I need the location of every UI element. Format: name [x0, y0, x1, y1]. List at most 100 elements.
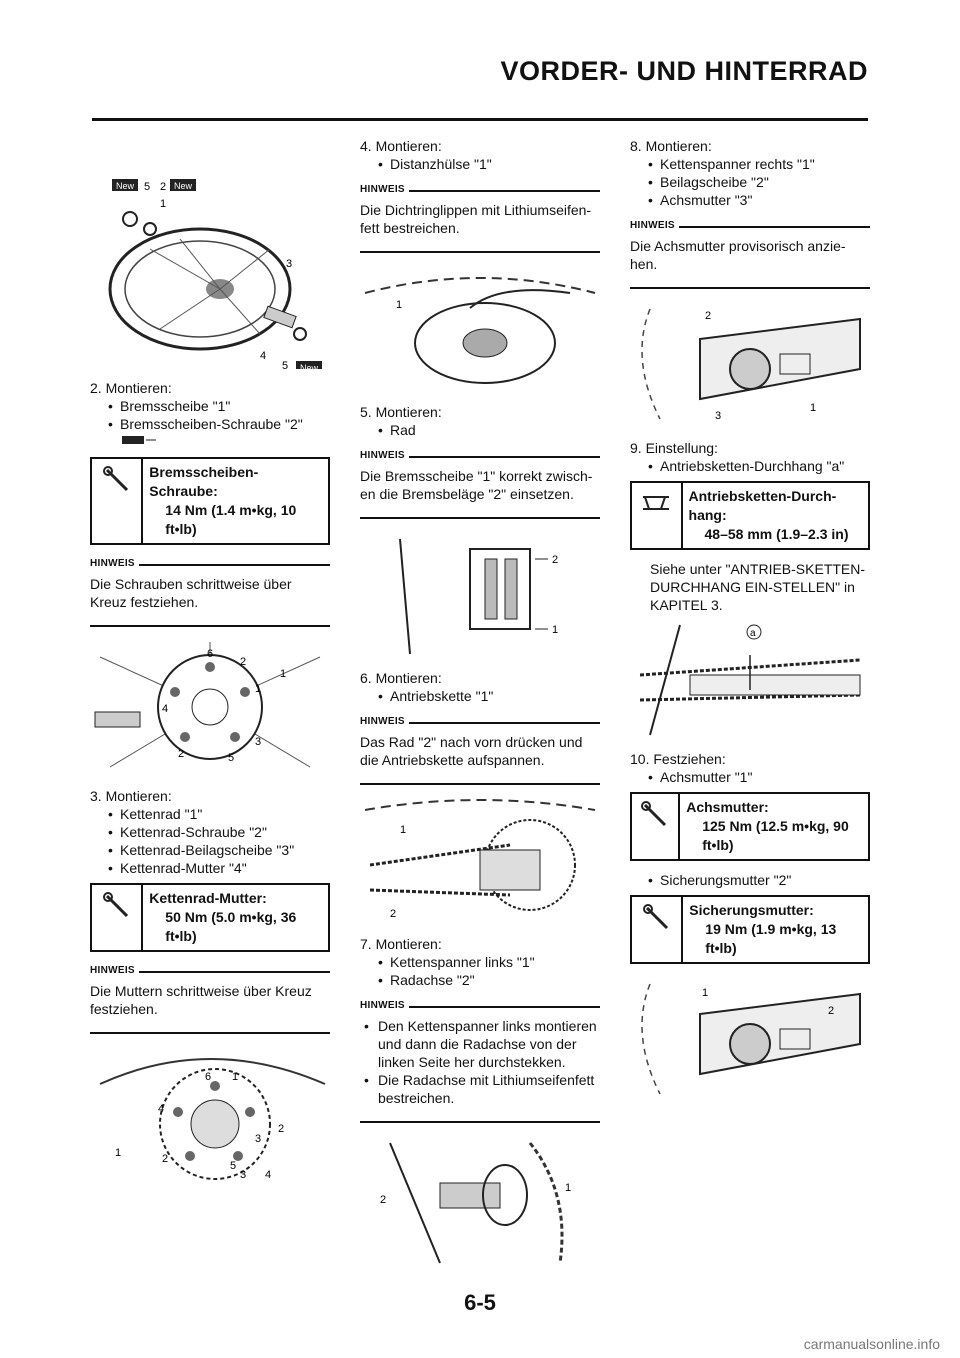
note-label: HINWEIS — [360, 716, 405, 727]
column-2: 4. Montieren: Distanzhülse "1" HINWEIS D… — [360, 133, 600, 1283]
step-8-list: Kettenspanner rechts "1" Beilagscheibe "… — [630, 155, 870, 209]
note-label: HINWEIS — [360, 184, 405, 195]
torque-wrench-icon — [92, 459, 144, 543]
callout-2: 2 — [240, 656, 246, 668]
step-4: 4. Montieren: — [360, 138, 442, 154]
figure-chain-puller-right: 2 3 1 — [641, 308, 861, 422]
callout-1: 1 — [552, 624, 558, 636]
callout-1: 1 — [565, 1182, 571, 1194]
list-item: Antriebsketten-Durchhang "a" — [648, 457, 870, 475]
callout-1: 1 — [160, 198, 166, 210]
step-9-list: Antriebsketten-Durchhang "a" — [630, 457, 870, 475]
step-7-list: Kettenspanner links "1" Radachse "2" — [360, 953, 600, 989]
figure-wheel-exploded: New New New 5 2 1 3 4 5 — [108, 179, 322, 369]
callout-5: 5 — [228, 752, 234, 764]
figure-brake-caliper: 2 1 — [399, 538, 558, 655]
note-6: HINWEIS Das Rad "2" nach vorn drücken un… — [360, 713, 600, 785]
figure-sprocket: 6 1 4 3 2 2 5 1 3 4 — [99, 1058, 326, 1181]
spec-box-locknut: Sicherungsmutter:19 Nm (1.9 m•kg, 13 ft•… — [630, 895, 870, 964]
list-item: Bremsscheibe "1" — [108, 397, 330, 415]
note-label: HINWEIS — [90, 965, 135, 976]
note-item: Die Radachse mit Lithiumseifenfett bestr… — [364, 1071, 600, 1107]
callout-6: 6 — [207, 648, 213, 660]
list-item: Achsmutter "1" — [648, 768, 870, 786]
note-text: Die Bremsscheibe "1" korrekt zwisch-en d… — [360, 465, 600, 519]
reference-text: Siehe unter "ANTRIEB-SKETTEN-DURCHHANG E… — [650, 561, 866, 613]
spec-box-axle-nut: Achsmutter: 125 Nm (12.5 m•kg, 90 ft•lb) — [630, 792, 870, 861]
callout-4: 4 — [158, 1103, 164, 1115]
callout-3: 3 — [715, 410, 721, 422]
locking-agent-icon — [122, 436, 156, 444]
torque-wrench-icon — [92, 885, 144, 950]
note-8: HINWEIS Die Achsmutter provisorisch anzi… — [630, 217, 870, 289]
header-rule — [92, 118, 868, 121]
callout-3: 3 — [240, 1169, 246, 1181]
callout-6: 6 — [205, 1071, 211, 1083]
callout-4: 4 — [260, 350, 266, 362]
callout-1: 1 — [400, 824, 406, 836]
new-label: New — [174, 181, 193, 191]
note-5: HINWEIS Die Bremsscheibe "1" korrekt zwi… — [360, 447, 600, 519]
figure-axle: 2 1 — [380, 1142, 571, 1264]
list-item: Sicherungsmutter "2" — [648, 871, 870, 889]
spec-value: 50 Nm (5.0 m•kg, 36 ft•lb) — [165, 909, 297, 944]
step-2: 2. Montieren: — [90, 380, 172, 396]
spec-title: Achsmutter: — [686, 799, 769, 815]
callout-1: 1 — [232, 1071, 238, 1083]
callout-5: 5 — [282, 360, 288, 369]
figure-collar: 1 — [364, 277, 596, 384]
spec-value: 125 Nm (12.5 m•kg, 90 ft•lb) — [702, 818, 849, 853]
step-7: 7. Montieren: — [360, 936, 442, 952]
figure-axle-nut: 1 2 — [641, 983, 861, 1095]
page-header-title: VORDER- UND HINTERRAD — [500, 56, 868, 86]
list-item: Antriebskette "1" — [378, 687, 600, 705]
note-1: HINWEIS Die Schrauben schrittweise über … — [90, 555, 330, 627]
note-text: Die Dichtringlippen mit Lithiumseifen-fe… — [360, 199, 600, 253]
callout-3: 3 — [286, 258, 292, 270]
callout-2: 2 — [390, 908, 396, 920]
spec-box-chain-slack: Antriebsketten-Durch-hang:48–58 mm (1.9–… — [630, 481, 870, 550]
figure-drive-chain: 1 2 — [364, 799, 596, 920]
spec-title: Bremsscheiben-Schraube: — [149, 464, 259, 499]
callout-2: 2 — [160, 181, 166, 193]
callout-1: 1 — [810, 402, 816, 414]
note-label: HINWEIS — [90, 558, 135, 569]
step-6-list: Antriebskette "1" — [360, 687, 600, 705]
list-item: Achsmutter "3" — [648, 191, 870, 209]
callout-2: 2 — [705, 310, 711, 322]
list-item: Distanzhülse "1" — [378, 155, 600, 173]
callout-2: 2 — [380, 1194, 386, 1206]
note-text: Die Schrauben schrittweise über Kreuz fe… — [90, 573, 330, 627]
measurement-icon — [632, 483, 683, 548]
list-item: Bremsscheiben-Schraube "2" — [108, 415, 330, 433]
note-list: Den Kettenspanner links montieren und da… — [360, 1015, 600, 1123]
callout-2: 2 — [278, 1123, 284, 1135]
list-item: Beilagscheibe "2" — [648, 173, 870, 191]
callout-5: 5 — [144, 181, 150, 193]
step-4-list: Distanzhülse "1" — [360, 155, 600, 173]
step-10-list: Achsmutter "1" — [630, 768, 870, 786]
step-5-list: Rad — [360, 421, 600, 439]
callout-4: 4 — [265, 1169, 271, 1181]
step-5: 5. Montieren: — [360, 404, 442, 420]
note-item: Den Kettenspanner links montieren und da… — [364, 1017, 600, 1071]
spec-box-brake-bolt: Bremsscheiben-Schraube:14 Nm (1.4 m•kg, … — [90, 457, 330, 545]
spec-title: Kettenrad-Mutter: — [149, 890, 267, 906]
watermark: carmanualsonline.info — [803, 1336, 940, 1352]
list-item: Kettenrad-Mutter "4" — [108, 859, 330, 877]
note-text: Die Achsmutter provisorisch anzie-hen. — [630, 235, 870, 289]
callout-2: 2 — [162, 1153, 168, 1165]
step-8: 8. Montieren: — [630, 138, 712, 154]
callout-1: 1 — [115, 1147, 121, 1159]
column-1: New New New 5 2 1 3 4 5 2. Montieren: Br… — [90, 133, 330, 1194]
note-label: HINWEIS — [360, 450, 405, 461]
note-label: HINWEIS — [630, 220, 675, 231]
callout-2: 2 — [828, 1005, 834, 1017]
spec-value: 14 Nm (1.4 m•kg, 10 ft•lb) — [165, 502, 297, 537]
note-label: HINWEIS — [360, 1000, 405, 1011]
figure-brake-disc: 6 1 3 5 2 4 2 1 — [94, 642, 321, 768]
spec-value: 19 Nm (1.9 m•kg, 13 ft•lb) — [705, 921, 837, 956]
callout-2: 2 — [552, 554, 558, 566]
callout-1: 1 — [702, 987, 708, 999]
step-3-list: Kettenrad "1" Kettenrad-Schraube "2" Ket… — [90, 805, 330, 877]
